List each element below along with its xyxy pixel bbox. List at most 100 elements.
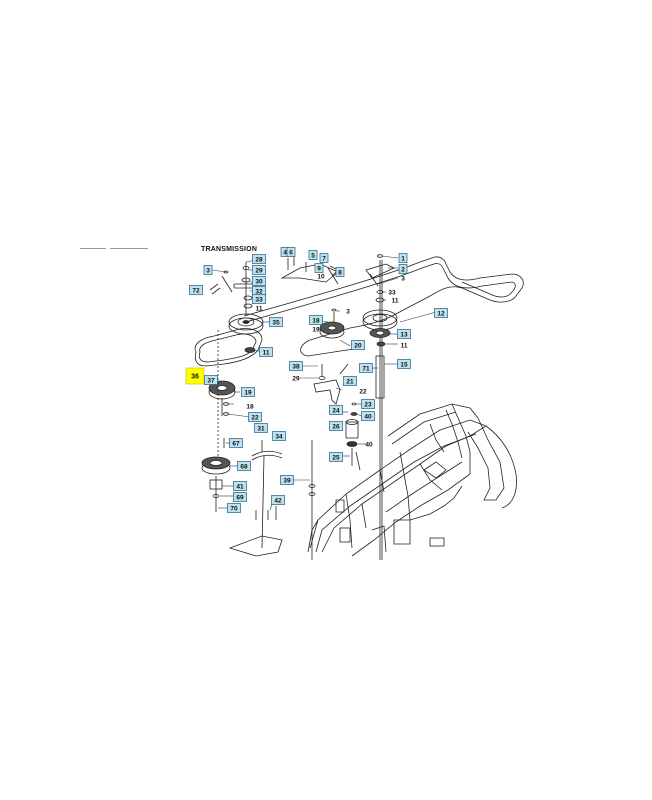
callout-3c: 3 <box>401 276 405 283</box>
callout-text-69: 69 <box>236 495 244 502</box>
callout-28: 28 <box>252 254 266 264</box>
callout-text-41: 41 <box>236 484 244 491</box>
callout-text-40b: 40 <box>365 442 373 449</box>
callout-box-7 <box>319 253 329 263</box>
linkage-bracket <box>280 263 339 283</box>
callout-text-2: 2 <box>401 267 405 274</box>
callout-text-22b: 22 <box>359 389 367 396</box>
callout-text-25: 25 <box>332 455 340 462</box>
callout-1: 1 <box>398 253 408 263</box>
callout-text-20: 20 <box>354 343 362 350</box>
callout-text-5: 5 <box>311 253 315 260</box>
callout-text-18a: 18 <box>246 404 254 411</box>
callout-text-6: 6 <box>289 250 293 257</box>
callout-24: 24 <box>329 405 343 415</box>
callout-29b: 29 <box>292 376 300 383</box>
callout-text-30: 30 <box>255 279 263 286</box>
callout-22b: 22 <box>359 389 367 396</box>
callout-box-33a <box>252 294 266 304</box>
callout-10: 10 <box>317 274 325 281</box>
callout-labels: 2829303233113511372363719182231673468416… <box>185 247 448 513</box>
callout-text-31: 31 <box>257 426 265 433</box>
header-rule-right <box>110 248 148 249</box>
callout-25: 25 <box>329 452 343 462</box>
callout-text-71: 71 <box>362 366 370 373</box>
callout-text-22: 22 <box>251 415 259 422</box>
callout-box-35 <box>269 317 283 327</box>
callout-box-71 <box>359 363 373 373</box>
callout-text-1: 1 <box>401 256 405 263</box>
callout-text-38: 38 <box>292 364 300 371</box>
callout-2: 2 <box>398 264 408 274</box>
callout-text-11d: 11 <box>401 343 408 350</box>
bracket-22 <box>313 379 341 405</box>
callout-box-70 <box>227 503 241 513</box>
callout-34: 34 <box>272 431 286 441</box>
callout-19b: 19 <box>312 327 320 334</box>
callout-box-69 <box>233 492 247 502</box>
callout-text-68: 68 <box>240 464 248 471</box>
callout-6: 6 <box>286 247 296 257</box>
callout-3b: 3 <box>346 309 350 316</box>
callout-box-22 <box>248 412 262 422</box>
callout-box-26 <box>329 421 343 431</box>
callout-box-3a <box>203 265 213 275</box>
callout-text-12: 12 <box>437 311 445 318</box>
callout-72: 72 <box>189 285 203 295</box>
callout-box-34 <box>272 431 286 441</box>
callout-67: 67 <box>229 438 243 448</box>
callout-text-11c: 11 <box>392 298 399 305</box>
callout-box-41 <box>233 481 247 491</box>
callout-18a: 18 <box>246 404 254 411</box>
callout-22: 22 <box>248 412 262 422</box>
callout-box-38 <box>289 361 303 371</box>
callout-7: 7 <box>319 253 329 263</box>
callout-text-32: 32 <box>255 289 263 296</box>
callout-15: 15 <box>397 359 411 369</box>
callout-23: 23 <box>361 399 375 409</box>
left-belt <box>194 328 263 367</box>
callout-box-9 <box>314 263 324 273</box>
callout-text-39: 39 <box>283 478 291 485</box>
callout-box-28 <box>252 254 266 264</box>
callout-42: 42 <box>271 495 285 505</box>
callout-text-23: 23 <box>364 402 372 409</box>
callout-text-9: 9 <box>317 266 321 273</box>
callout-36: 36 <box>185 367 205 385</box>
callout-41: 41 <box>233 481 247 491</box>
callout-text-19a: 19 <box>244 390 252 397</box>
callout-box-72 <box>189 285 203 295</box>
callout-8: 8 <box>335 267 345 277</box>
callout-box-36 <box>185 367 205 385</box>
callout-35: 35 <box>269 317 283 327</box>
callout-box-31 <box>254 423 268 433</box>
callout-text-42: 42 <box>274 498 282 505</box>
callout-box-13 <box>397 329 411 339</box>
callout-text-7: 7 <box>322 256 326 263</box>
callout-box-20 <box>351 340 365 350</box>
callout-9: 9 <box>314 263 324 273</box>
callout-69: 69 <box>233 492 247 502</box>
callout-21: 21 <box>343 376 357 386</box>
callout-text-11a: 11 <box>256 306 263 313</box>
callout-40b: 40 <box>365 442 373 449</box>
callout-text-35: 35 <box>272 320 280 327</box>
callout-text-3c: 3 <box>401 276 405 283</box>
callout-33b: 33 <box>388 290 396 297</box>
callout-text-18b: 18 <box>312 318 320 325</box>
callout-text-33b: 33 <box>388 290 396 297</box>
callout-11b: 11 <box>259 347 273 357</box>
callout-31: 31 <box>254 423 268 433</box>
callout-text-36: 36 <box>191 374 199 381</box>
callout-40a: 40 <box>361 411 375 421</box>
callout-13: 13 <box>397 329 411 339</box>
callout-11a: 11 <box>256 306 263 313</box>
callout-70: 70 <box>227 503 241 513</box>
callout-text-24: 24 <box>332 408 340 415</box>
callout-box-2 <box>398 264 408 274</box>
callout-box-23 <box>361 399 375 409</box>
callout-text-4: 4 <box>283 250 287 257</box>
callout-box-39 <box>280 475 294 485</box>
